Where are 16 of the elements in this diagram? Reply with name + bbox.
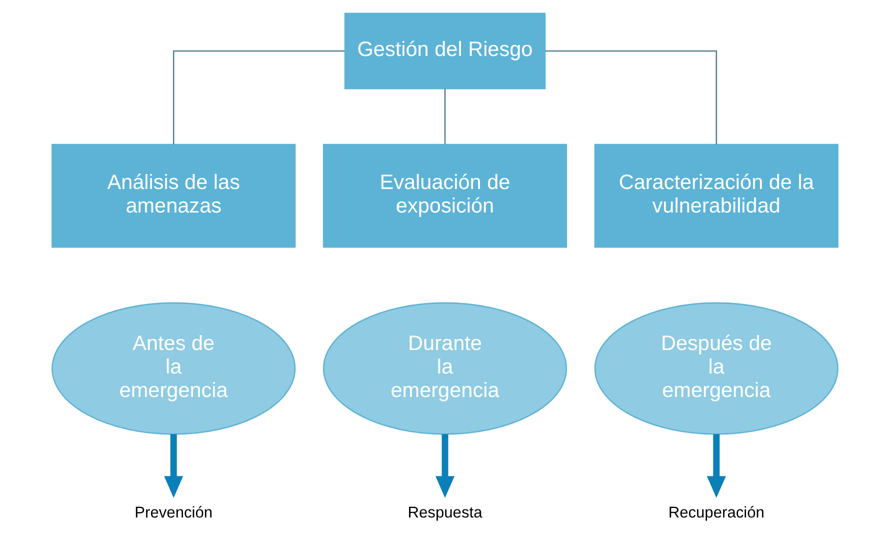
- connector: [172, 50, 345, 144]
- node-box: Evaluación de exposición: [322, 144, 568, 248]
- node-ellipse: Durante la emergencia: [322, 302, 568, 435]
- node-ellipse: Antes de la emergencia: [52, 302, 296, 435]
- arrow: [706, 434, 726, 498]
- node-text: Recuperación: [668, 504, 764, 522]
- connector: [545, 50, 718, 144]
- node-box: Gestión del Riesgo: [344, 12, 546, 90]
- node-box: Análisis de las amenazas: [52, 144, 296, 248]
- arrow: [164, 434, 184, 498]
- node-ellipse: Después de la emergencia: [594, 302, 838, 435]
- node-text: Respuesta: [408, 504, 482, 522]
- connector: [444, 88, 446, 144]
- node-box: Caracterización de la vulnerabilidad: [594, 144, 838, 248]
- arrow: [435, 434, 455, 498]
- node-text: Prevención: [134, 504, 213, 522]
